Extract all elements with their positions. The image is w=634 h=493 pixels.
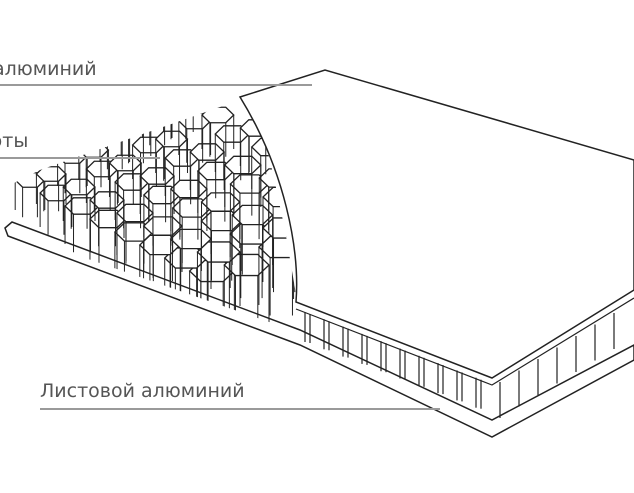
- honeycomb-cell: [169, 179, 208, 199]
- honeycomb-cell: [115, 203, 154, 223]
- honeycomb-cell: [139, 167, 176, 185]
- label-bottom-sheet: Листовой алюминий: [40, 380, 245, 402]
- leader-line-honeycomb: [0, 157, 160, 159]
- top-sheet-thickness-edge: [295, 297, 634, 386]
- label-top-sheet: Листовой алюминий: [0, 58, 97, 80]
- honeycomb-cell: [162, 100, 195, 110]
- honeycomb-cell: [120, 118, 152, 134]
- honeycomb-cell: [223, 155, 262, 175]
- bottom-sheet: [4, 221, 634, 438]
- honeycomb-cell: [56, 148, 89, 164]
- honeycomb-cell: [99, 124, 131, 140]
- honeycomb-cell: [141, 100, 173, 116]
- leader-line-top-sheet: [0, 84, 312, 86]
- leader-line-bottom-sheet: [40, 408, 440, 410]
- honeycomb-cell: [35, 166, 67, 182]
- honeycomb-cell: [201, 106, 235, 124]
- honeycomb-cell: [62, 178, 96, 196]
- honeycomb-cell: [189, 143, 226, 161]
- honeycomb-side-walls: [304, 312, 615, 418]
- label-honeycomb: Алюминиевые соты: [0, 130, 29, 152]
- top-sheet: [238, 69, 634, 379]
- honeycomb-cell: [77, 142, 110, 158]
